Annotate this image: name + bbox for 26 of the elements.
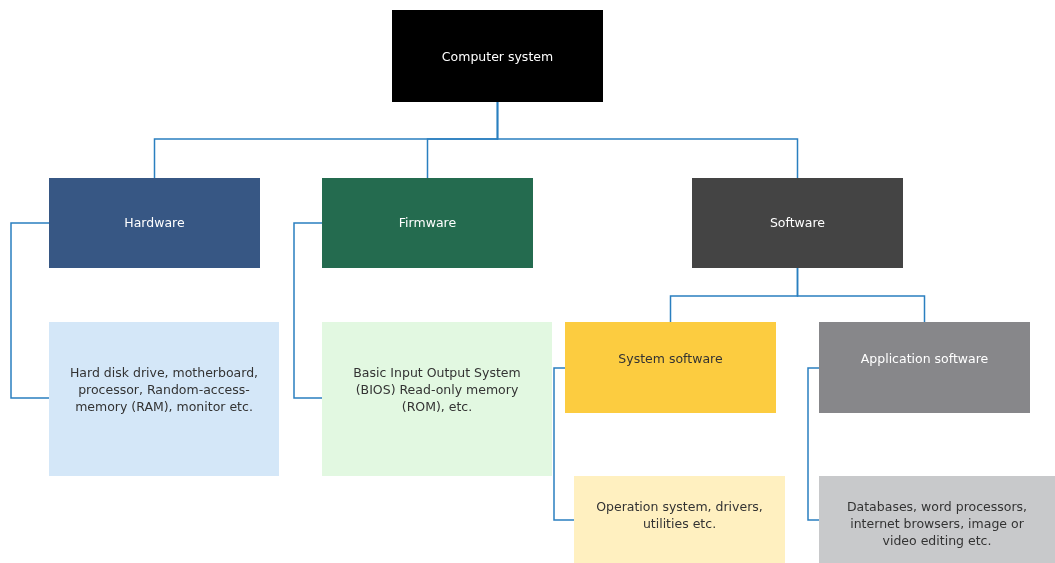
category-box	[322, 178, 533, 268]
subcategory-box	[819, 322, 1030, 413]
description-box	[322, 322, 552, 476]
category-box	[692, 178, 903, 268]
connector-line	[796, 267, 926, 323]
node-label: Computer system	[441, 47, 554, 65]
description-box	[49, 322, 279, 476]
connector-line	[496, 101, 799, 179]
connector-line	[807, 367, 820, 521]
node-label: Basic Input Output System (BIOS) Read-only memory (ROM), etc.	[352, 364, 522, 415]
node-label: Hard disk drive, motherboard, processor, Random-access-memory (RAM), monitor etc.	[68, 364, 260, 415]
node-label: Databases, word processors, internet browsers, image or video editing etc.	[845, 498, 1029, 549]
category-box	[49, 178, 260, 268]
node-label: Software	[769, 214, 826, 231]
connector-line	[553, 367, 575, 521]
connector-line	[10, 222, 50, 399]
node-label: Operation system, drivers, utilities etc.	[595, 498, 764, 532]
description-box	[574, 476, 785, 563]
subcategory-box	[565, 322, 776, 413]
node-label: Hardware	[124, 214, 185, 231]
root-box	[392, 10, 603, 102]
node-label: System software	[618, 350, 723, 367]
description-box	[819, 476, 1055, 563]
connector-line	[293, 222, 323, 399]
node-label: Application software	[860, 350, 989, 367]
node-label: Firmware	[398, 214, 457, 231]
